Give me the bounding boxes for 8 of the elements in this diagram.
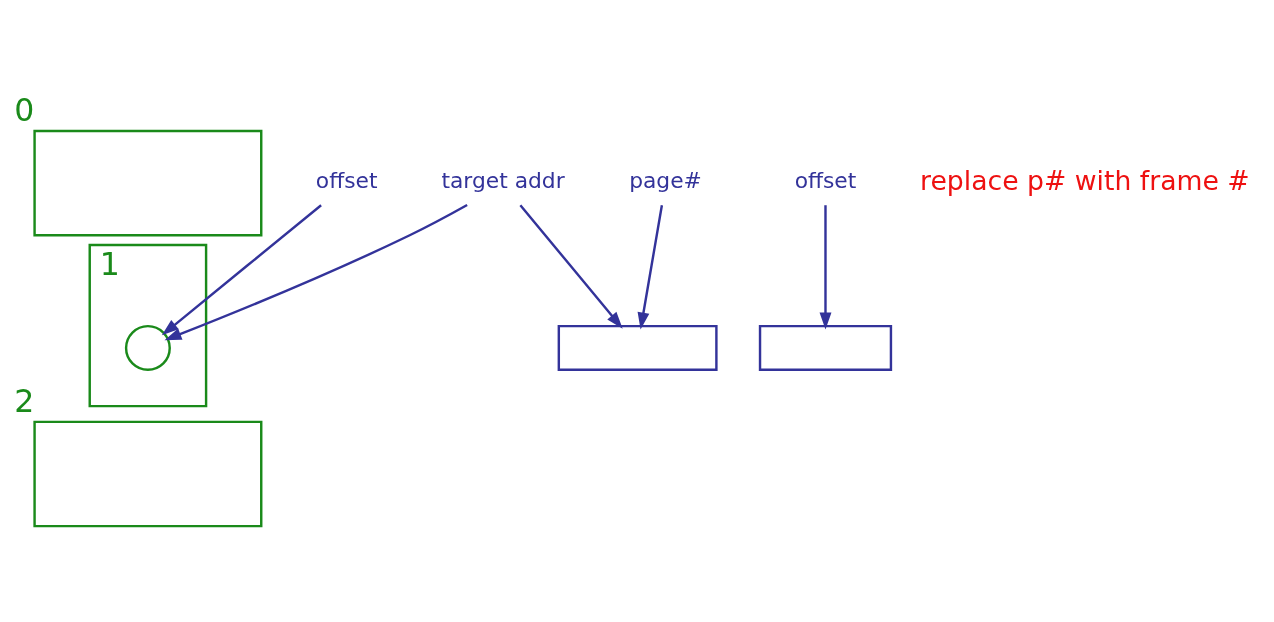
node-label: 2 [14,382,35,419]
node-text: offset [794,168,857,194]
node-text: page# [629,168,702,194]
node-label: 0 [14,92,35,129]
node-label: 1 [99,246,120,282]
label: replace p# with frame # [920,164,1250,196]
node-text: target addr [441,168,565,194]
node-text: offset [315,168,378,194]
